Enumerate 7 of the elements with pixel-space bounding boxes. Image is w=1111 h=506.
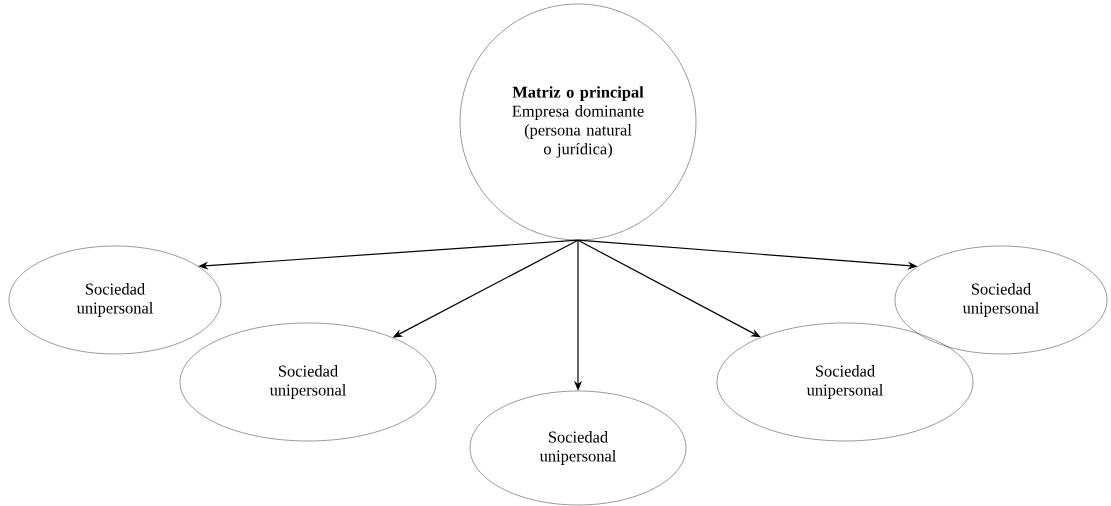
ellipse-node: Sociedad unipersonal [894, 245, 1108, 355]
ellipse-node: Sociedad unipersonal [8, 245, 222, 355]
ellipse-node: Sociedad unipersonal [716, 322, 974, 442]
ellipse-node: Sociedad unipersonal [179, 322, 437, 442]
arrow [577, 239, 761, 338]
ellipse-node: Sociedad unipersonal [469, 390, 687, 506]
ellipse-node: Matriz o principal Empresa dominante (persona natural o jurídica) [459, 3, 697, 241]
